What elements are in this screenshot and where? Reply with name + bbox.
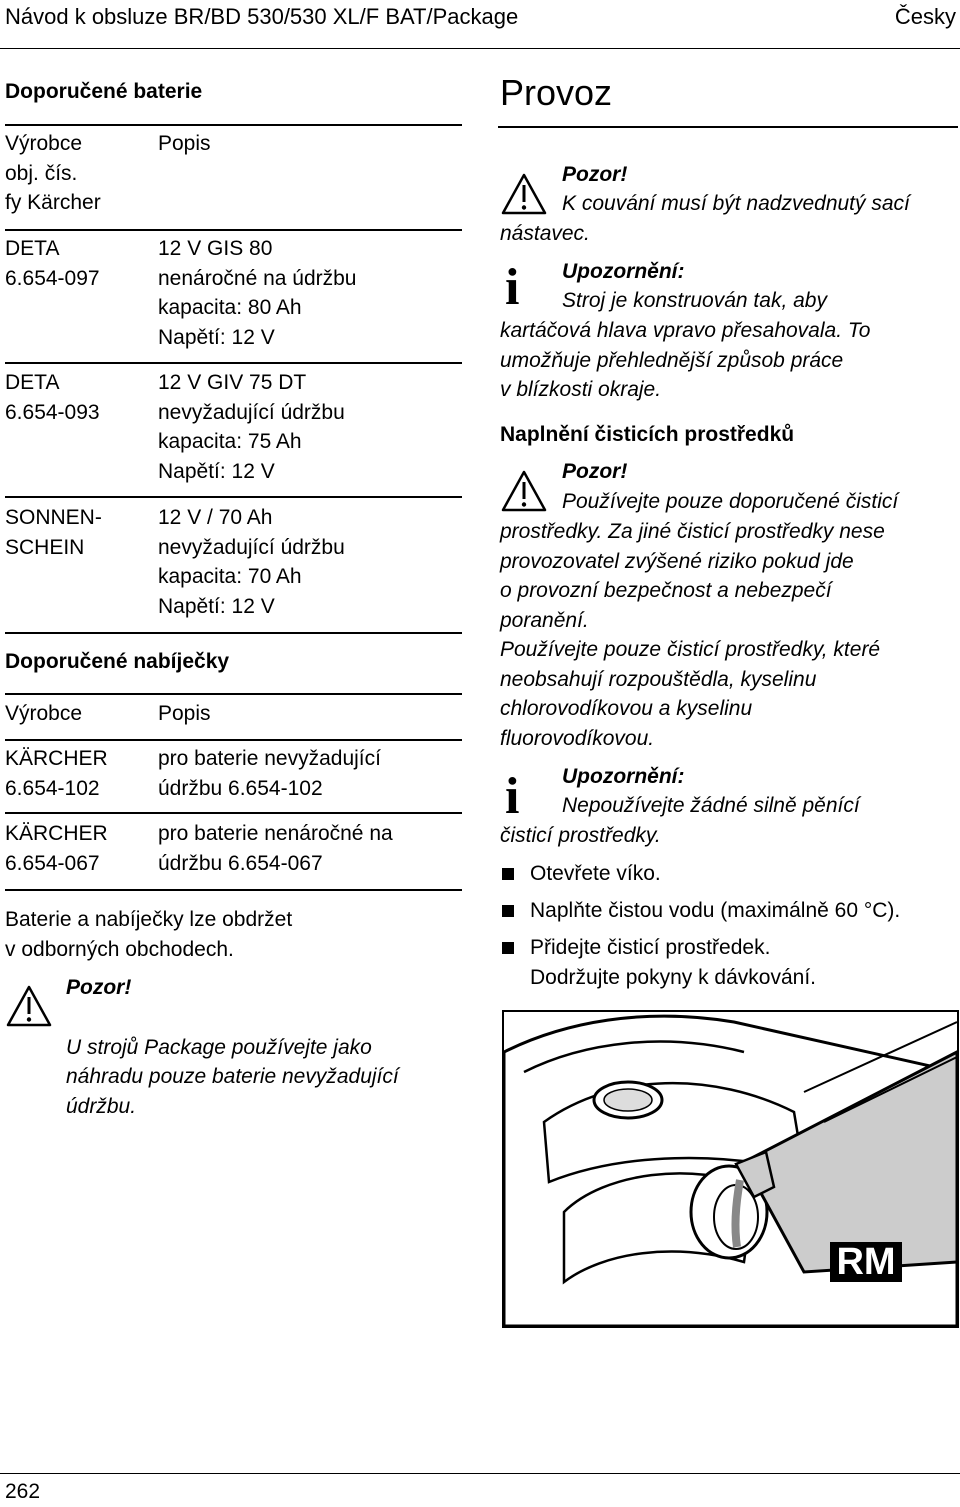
- list-item: Otevřete víko.: [530, 862, 661, 885]
- info-icon: i: [505, 259, 520, 316]
- figure-filling-detergent: RM: [502, 1010, 959, 1328]
- document-title: Návod k obsluze BR/BD 530/530 XL/F BAT/P…: [5, 4, 519, 29]
- charger-maker: KÄRCHER 6.654-067: [5, 822, 108, 875]
- info-icon: i: [505, 768, 520, 825]
- column-header-maker: Výrobce: [5, 702, 83, 725]
- warning-text-rest: prostředky. Za jiné čisticí prostředky n…: [500, 520, 885, 750]
- warning-icon: [501, 173, 547, 215]
- table-rule: [5, 812, 462, 814]
- header-rule: [0, 48, 960, 49]
- table-rule: [5, 229, 462, 231]
- column-header-maker: Výrobce obj. čís. fy Kärcher: [5, 132, 101, 214]
- warning-text: U strojů Package používejte jako náhradu…: [66, 1003, 476, 1121]
- column-header-description: Popis: [158, 702, 211, 725]
- section-heading: Provoz: [500, 72, 613, 113]
- page-number: 262: [5, 1480, 41, 1503]
- table-rule: [5, 632, 462, 634]
- language-label: Česky: [894, 4, 956, 29]
- charger-description: pro baterie nenáročné na údržbu 6.654-06…: [158, 822, 393, 875]
- table-rule: [5, 739, 462, 741]
- warning-text-first: Používejte pouze doporučené čisticí: [562, 490, 899, 513]
- chargers-heading: Doporučené nabíječky: [5, 650, 230, 673]
- footer-rule: [0, 1473, 960, 1474]
- bullet-icon: [502, 905, 514, 917]
- warning-title: Pozor!: [562, 460, 628, 483]
- subsection-heading: Naplnění čisticích prostředků: [500, 423, 795, 446]
- warning-text-content: U strojů Package používejte jako náhradu…: [66, 1035, 399, 1118]
- warning-icon: [501, 470, 547, 512]
- table-rule: [5, 889, 462, 891]
- bullet-icon: [502, 942, 514, 954]
- chargers-note: Baterie a nabíječky lze obdržet v odborn…: [5, 908, 293, 961]
- info-text-first: Stroj je konstruován tak, aby: [562, 289, 827, 312]
- battery-description: 12 V / 70 Ah nevyžadující údržbu kapacit…: [158, 506, 345, 618]
- warning-title: Pozor!: [66, 976, 132, 999]
- info-text-first: Nepoužívejte žádné silně pěnící: [562, 794, 860, 817]
- warning-title: Pozor!: [562, 163, 628, 186]
- table-rule: [5, 124, 462, 126]
- warning-text-first: K couvání musí být nadzvednutý sací: [562, 192, 910, 215]
- charger-maker: KÄRCHER 6.654-102: [5, 747, 108, 800]
- battery-description: 12 V GIV 75 DT nevyžadující údržbu kapac…: [158, 371, 345, 483]
- table-rule: [5, 362, 462, 364]
- info-title: Upozornění:: [562, 765, 685, 788]
- info-title: Upozornění:: [562, 260, 685, 283]
- table-rule: [5, 496, 462, 498]
- battery-maker: DETA 6.654-097: [5, 237, 100, 290]
- column-header-description: Popis: [158, 132, 211, 155]
- battery-maker: DETA 6.654-093: [5, 371, 100, 424]
- battery-description: 12 V GIS 80 nenáročné na údržbu kapacita…: [158, 237, 357, 349]
- warning-icon: [6, 985, 52, 1027]
- battery-maker: SONNEN- SCHEIN: [5, 506, 102, 559]
- list-item: Přidejte čisticí prostředek. Dodržujte p…: [530, 936, 816, 989]
- figure-label: RM: [830, 1242, 902, 1282]
- charger-description: pro baterie nevyžadující údržbu 6.654-10…: [158, 747, 381, 800]
- list-item: Naplňte čistou vodu (maximálně 60 °C).: [530, 899, 901, 922]
- warning-text-rest: nástavec.: [500, 222, 590, 245]
- section-rule: [498, 126, 958, 128]
- table-rule: [5, 693, 462, 695]
- info-text-rest: kartáčová hlava vpravo přesahovala. To u…: [500, 319, 871, 401]
- info-text-rest: čisticí prostředky.: [500, 824, 661, 847]
- bullet-icon: [502, 868, 514, 880]
- batteries-heading: Doporučené baterie: [5, 80, 203, 103]
